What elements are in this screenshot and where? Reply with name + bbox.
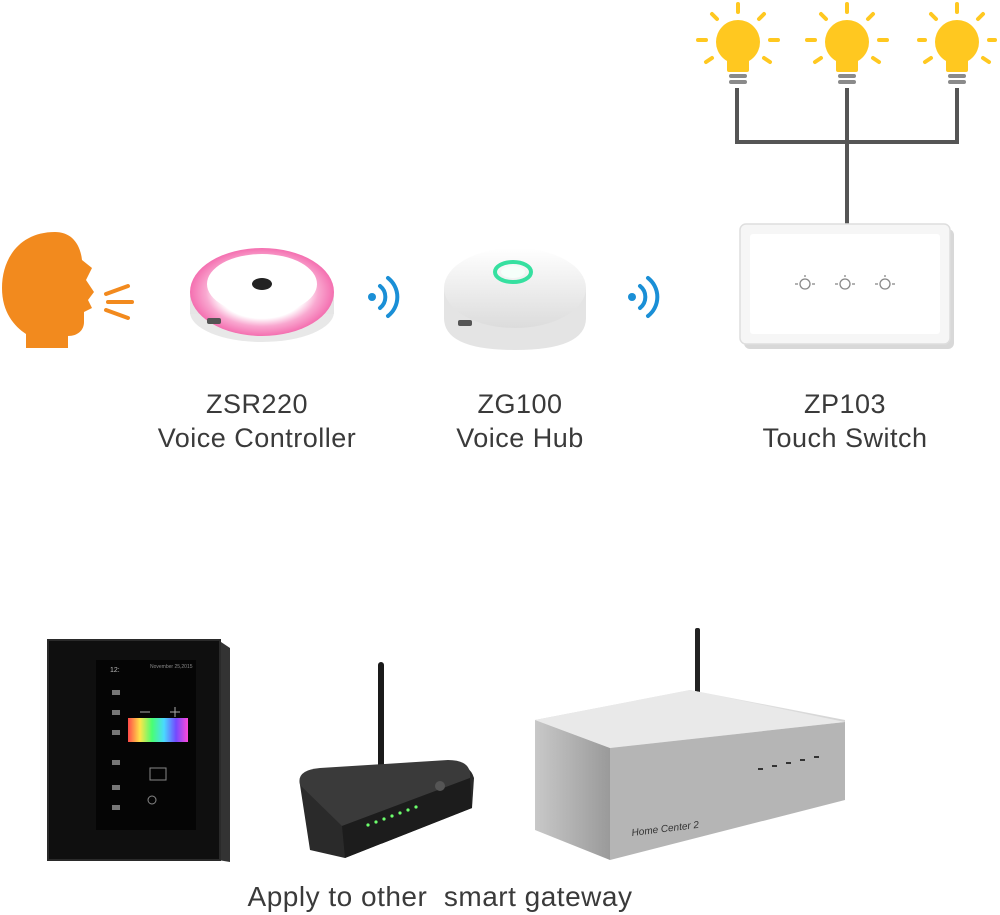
wiring — [735, 88, 959, 224]
light-bulb-icon — [805, 2, 889, 84]
zsr220-label: ZSR220 Voice Controller — [127, 387, 387, 455]
panel-time: 12: — [110, 667, 120, 674]
zsr220-name: Voice Controller — [157, 423, 357, 453]
zsr220-device-image — [190, 248, 334, 342]
zp103-model: ZP103 — [803, 389, 887, 419]
home-center-image: Home Center 2 — [535, 628, 845, 860]
light-bulb-icon — [696, 2, 780, 84]
zg100-label: ZG100 Voice Hub — [400, 387, 640, 455]
wireless-signal-icon — [368, 276, 400, 318]
zp103-device-image — [739, 223, 954, 349]
light-bulb-icon — [917, 2, 997, 84]
zg100-name: Voice Hub — [456, 423, 584, 453]
zp103-label: ZP103 Touch Switch — [720, 387, 970, 455]
zg100-device-image — [444, 248, 586, 350]
wireless-signal-icon — [628, 276, 660, 318]
zg100-model: ZG100 — [477, 389, 563, 419]
wall-panel-image: 12: November 25,2015 — [47, 639, 230, 862]
panel-date: November 25,2015 — [150, 664, 193, 670]
speaking-head-icon — [2, 232, 134, 348]
zp103-name: Touch Switch — [762, 423, 928, 453]
gateway-caption: Apply to other smart gateway — [247, 881, 633, 912]
router-image — [299, 662, 474, 858]
zsr220-model: ZSR220 — [205, 389, 309, 419]
